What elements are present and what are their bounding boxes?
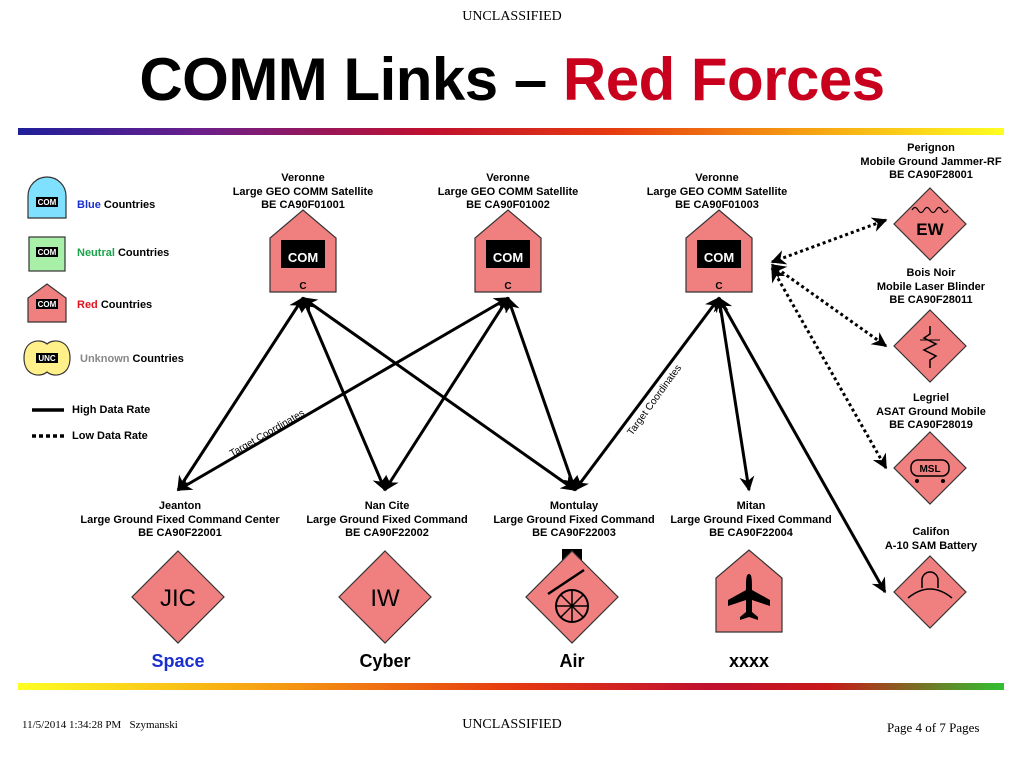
satellite-icon-1-text: COM — [288, 250, 318, 265]
domain-label-cyber: Cyber — [359, 651, 411, 671]
legend-unknown-icon: UNC — [23, 340, 71, 376]
domain-label-xxxx: xxxx — [728, 651, 770, 671]
asat-missile-icon: MSL — [893, 431, 967, 505]
airfield-icon — [715, 549, 783, 633]
right-label-califon: Califon A-10 SAM Battery — [884, 526, 978, 552]
satellite-icon-2-text: COM — [493, 250, 523, 265]
jic-diamond-icon: JIC — [131, 550, 225, 644]
satellite-icon-3-text: COM — [704, 250, 734, 265]
top-gradient-rule — [18, 128, 1004, 135]
satellite-label-2: Veronne Large GEO COMM Satellite BE CA90… — [437, 172, 579, 211]
legend-red-label: Red Countries — [77, 299, 153, 311]
right-label-perignon: Perignon Mobile Ground Jammer-RF BE CA90… — [860, 142, 1002, 181]
link-sat2-nancite — [383, 296, 510, 492]
msl-icon-text: MSL — [919, 464, 940, 475]
satellite-icon-1-sub: C — [299, 281, 306, 292]
legend-high-rate-label: High Data Rate — [72, 404, 151, 416]
iw-icon-text: IW — [370, 585, 400, 612]
satellite-icon-1: COM C — [269, 209, 337, 293]
footer-datetime: 11/5/2014 1:34:28 PM Szymanski — [22, 719, 178, 731]
satellite-label-3: Veronne Large GEO COMM Satellite BE CA90… — [646, 172, 788, 211]
domain-label-space: Space — [151, 651, 205, 671]
ground-label-nancite: Nan Cite Large Ground Fixed Command BE C… — [306, 500, 468, 539]
satellite-icon-2-sub: C — [504, 281, 511, 292]
satellite-icon-2: COM C — [474, 209, 542, 293]
link-sat3-legriel — [770, 266, 888, 470]
legend-neutral-icon: COM — [28, 236, 66, 272]
link-montulay-sat3 — [573, 296, 721, 492]
legend-unknown-label: Unknown Countries — [80, 353, 184, 365]
legend-unknown-icon-text: UNC — [38, 354, 56, 363]
legend-red-icon: COM — [27, 283, 67, 323]
ground-label-montulay: Montulay Large Ground Fixed Command BE C… — [493, 500, 655, 539]
annotation-target-coordinates-1: Target Coordinates — [228, 408, 307, 460]
link-jeanton-sat1 — [176, 296, 305, 492]
legend-low-rate-label: Low Data Rate — [72, 430, 148, 442]
satellite-icon-3-sub: C — [715, 281, 722, 292]
legend-red-icon-text: COM — [38, 300, 57, 309]
ground-label-mitan: Mitan Large Ground Fixed Command BE CA90… — [670, 500, 832, 539]
right-label-boisnoir: Bois Noir Mobile Laser Blinder BE CA90F2… — [876, 267, 986, 306]
domain-label-air: Air — [559, 651, 585, 671]
legend-neutral-icon-text: COM — [38, 248, 57, 257]
title-main: COMM Links – — [139, 46, 563, 113]
sam-battery-icon — [893, 555, 967, 629]
laser-blinder-icon — [893, 309, 967, 383]
right-label-legriel: Legriel ASAT Ground Mobile BE CA90F28019 — [876, 392, 986, 431]
title-accent: Red Forces — [562, 46, 885, 113]
legend-neutral-label: Neutral Countries — [77, 247, 170, 259]
link-sat3-perignon — [770, 217, 888, 265]
link-sat2-montulay — [505, 296, 578, 492]
ew-icon-text: EW — [916, 220, 944, 239]
legend-blue-label: Blue Countries — [77, 199, 156, 211]
legend-blue-icon: COM — [27, 176, 67, 219]
ground-label-jeanton: Jeanton Large Ground Fixed Command Cente… — [80, 500, 280, 539]
page-title: COMM Links – Red Forces — [0, 45, 1024, 114]
air-defense-diamond-icon — [525, 549, 619, 644]
satellite-label-1: Veronne Large GEO COMM Satellite BE CA90… — [232, 172, 374, 211]
ew-jammer-icon: EW — [893, 187, 967, 261]
satellite-icon-3: COM C — [685, 209, 753, 293]
bottom-gradient-rule — [18, 683, 1004, 690]
jic-icon-text: JIC — [160, 585, 196, 612]
iw-diamond-icon: IW — [338, 550, 432, 644]
footer-page-number: Page 4 of 7 Pages — [887, 720, 980, 735]
bottom-classification-banner: UNCLASSIFIED — [462, 717, 562, 732]
top-classification-banner: UNCLASSIFIED — [462, 9, 562, 24]
legend-blue-icon-text: COM — [38, 198, 57, 207]
annotation-target-coordinates-2: Target Coordinates — [626, 363, 685, 438]
